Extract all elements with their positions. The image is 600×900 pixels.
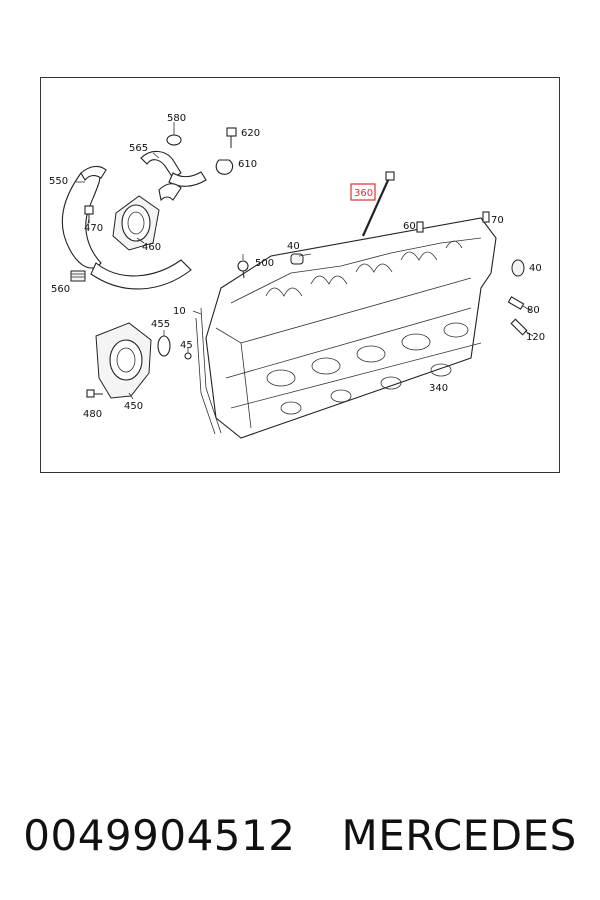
cylinder-head-340 — [195, 217, 497, 439]
cam-bearings — [265, 240, 463, 297]
exploded-parts-diagram: 580 620 565 610 550 470 460 360 60 70 40… — [49, 113, 545, 439]
callout-470: 470 — [84, 223, 103, 234]
callout-360: 360 — [354, 188, 373, 199]
right-small-parts — [237, 171, 528, 336]
callout-10: 10 — [173, 306, 186, 317]
callout-360-highlight: 360 — [350, 183, 376, 201]
callout-40-left: 40 — [287, 241, 300, 252]
callout-500: 500 — [255, 258, 274, 269]
callout-40-right: 40 — [529, 263, 542, 274]
housing-460 — [112, 195, 160, 251]
callout-340: 340 — [429, 383, 448, 394]
callout-70: 70 — [491, 215, 504, 226]
breather-assembly — [61, 127, 237, 290]
callout-610: 610 — [238, 159, 257, 170]
cover-assembly — [86, 322, 192, 399]
callout-580: 580 — [167, 113, 186, 124]
callout-60: 60 — [403, 221, 416, 232]
callout-80: 80 — [527, 305, 540, 316]
callout-480: 480 — [83, 409, 102, 420]
callout-550: 550 — [49, 176, 68, 187]
callout-120: 120 — [526, 332, 545, 343]
callout-450: 450 — [124, 401, 143, 412]
callout-620: 620 — [241, 128, 260, 139]
brand-name: MERCEDES — [341, 810, 577, 860]
part-number: 0049904512 — [23, 810, 296, 860]
leader-lines — [76, 122, 534, 400]
diagram-frame: 580 620 565 610 550 470 460 360 60 70 40… — [40, 77, 560, 473]
callout-455: 455 — [151, 319, 170, 330]
callout-565: 565 — [129, 143, 148, 154]
callout-460: 460 — [142, 242, 161, 253]
ports — [266, 322, 469, 415]
callout-labels: 580 620 565 610 550 470 460 360 60 70 40… — [49, 113, 545, 420]
callout-45: 45 — [180, 340, 193, 351]
callout-560: 560 — [51, 284, 70, 295]
part-caption: 0049904512 MERCEDES — [0, 800, 600, 870]
